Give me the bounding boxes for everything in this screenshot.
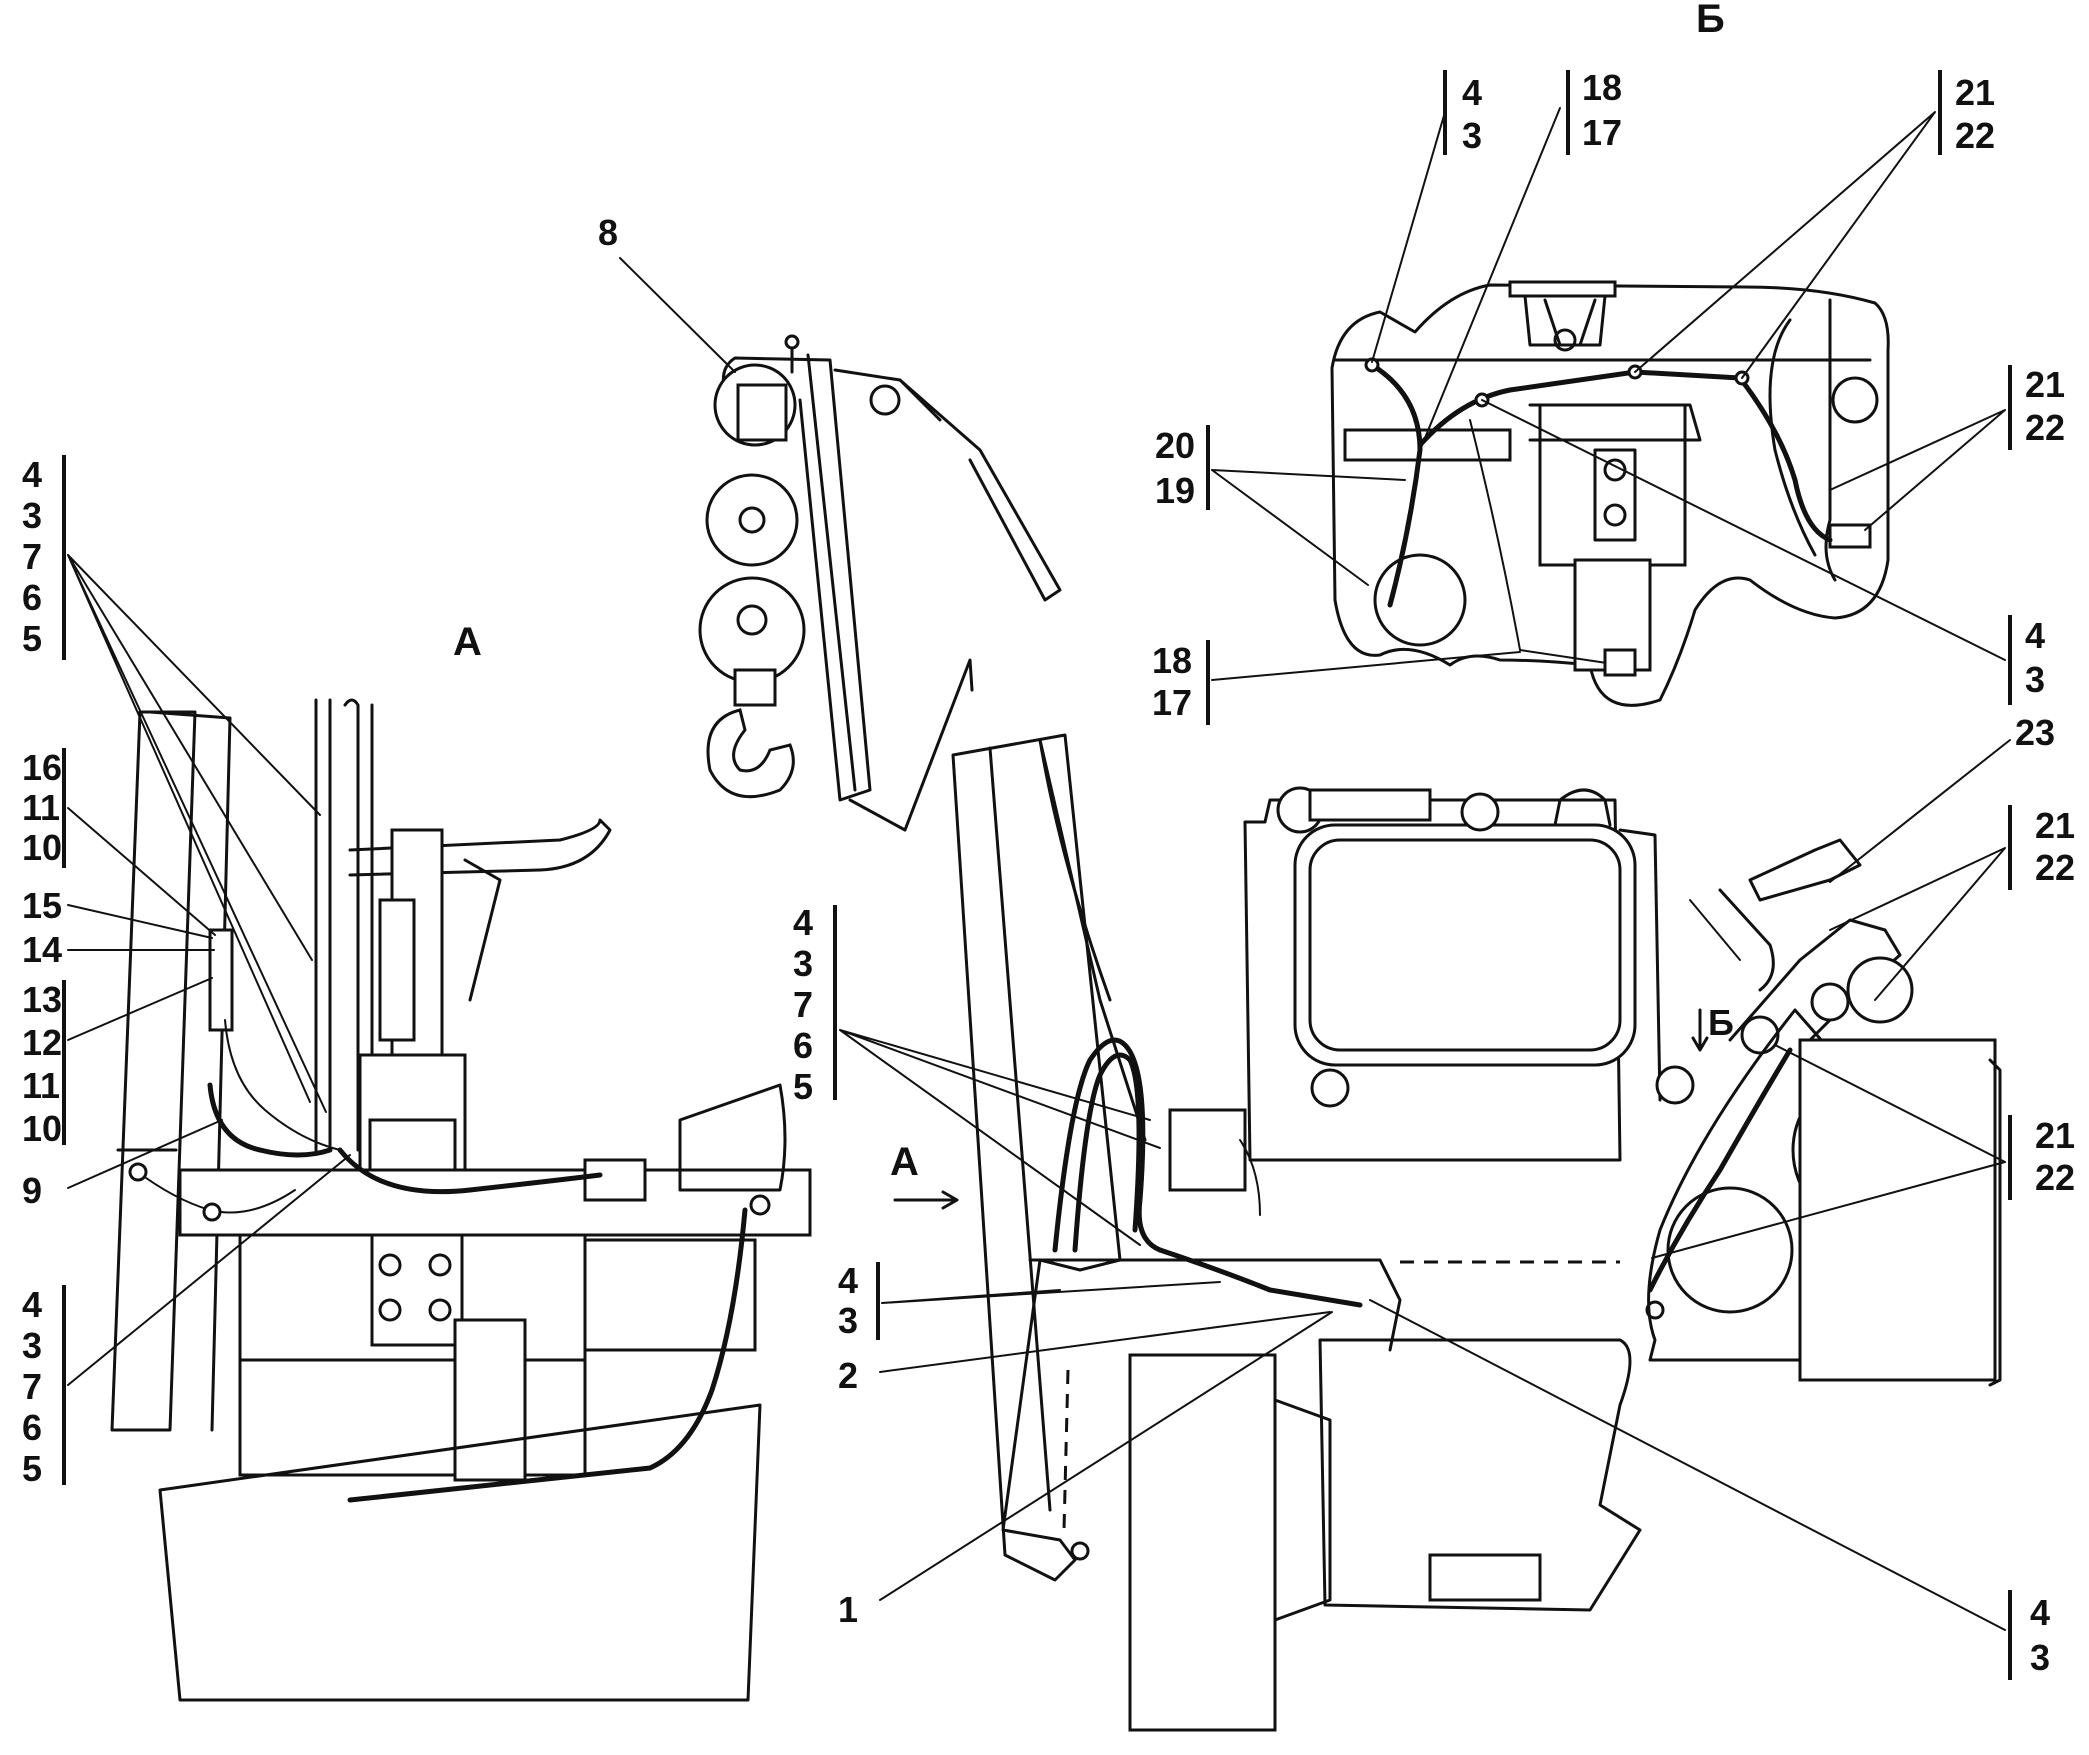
callout-number: 7 <box>22 1366 42 1407</box>
callout-number: 17 <box>1152 682 1192 723</box>
callout-number: 16 <box>22 747 62 788</box>
callout-b-left-20: 20 19 <box>1155 425 1406 586</box>
callout-number: 22 <box>2035 847 2075 888</box>
callout-item-23: 23 <box>1829 712 2055 883</box>
callout-number: 5 <box>22 618 42 659</box>
callout-number: 11 <box>22 787 60 828</box>
callout-left-13: 13 12 11 10 <box>22 977 213 1149</box>
callout-number: 22 <box>2035 1157 2075 1198</box>
callout-b-bottom-18: 18 17 <box>1152 640 1521 725</box>
callout-number: 21 <box>1955 72 1995 113</box>
callout-b-right-4: 4 3 <box>1481 399 2045 705</box>
callout-number: 4 <box>2030 1592 2050 1633</box>
callout-b-top-18: 18 17 <box>1417 67 1622 456</box>
callout-left-bottom: 4 3 7 6 5 <box>22 1154 351 1489</box>
callout-right-21a: 21 22 <box>1829 805 2075 1001</box>
callout-number: 23 <box>2015 712 2055 753</box>
callout-number: 4 <box>1462 72 1482 113</box>
callout-number: 21 <box>2035 805 2075 846</box>
callout-item-1: 1 <box>838 1311 1333 1630</box>
left-assembly-view <box>110 698 812 1702</box>
callout-number: 9 <box>22 1170 42 1211</box>
callout-number: 10 <box>22 1108 62 1149</box>
callout-right-21b: 21 22 <box>1651 1044 2075 1259</box>
callout-number: 22 <box>1955 115 1995 156</box>
callout-number: 2 <box>838 1355 858 1396</box>
callout-number: 4 <box>838 1260 858 1301</box>
callout-number: 14 <box>22 929 62 970</box>
right-assembly-view <box>951 733 2002 1732</box>
detail-view-b <box>1330 280 1890 707</box>
callout-number: 8 <box>598 212 618 253</box>
callout-item-8: 8 <box>598 212 736 373</box>
callout-number: 5 <box>793 1066 813 1107</box>
callout-left-9: 9 <box>22 1119 223 1211</box>
callout-left-14: 14 <box>22 929 215 970</box>
callout-b-top-21: 21 22 <box>1634 70 1995 379</box>
callout-number: 17 <box>1582 112 1622 153</box>
callout-number: 4 <box>22 454 42 495</box>
callout-number: 7 <box>793 984 813 1025</box>
callout-number: 4 <box>22 1284 42 1325</box>
callout-number: 4 <box>793 902 813 943</box>
callout-number: 3 <box>2025 659 2045 700</box>
callout-number: 15 <box>22 885 62 926</box>
callout-number: 21 <box>2035 1115 2075 1156</box>
callout-left-top: 4 3 7 6 5 <box>22 454 327 1113</box>
callout-number: 10 <box>22 827 62 868</box>
callout-number: 3 <box>793 943 813 984</box>
callout-number: 5 <box>22 1448 42 1489</box>
callout-bottom-right-4: 4 3 <box>1369 1299 2050 1680</box>
view-a-arrow-label: А <box>890 1140 919 1184</box>
callout-number: 3 <box>22 495 42 536</box>
callout-number: 3 <box>1462 115 1482 156</box>
callout-number: 21 <box>2025 364 2065 405</box>
callout-mid-43: 4 3 <box>838 1260 1221 1341</box>
callout-number: 20 <box>1155 425 1195 466</box>
callout-left-15: 15 <box>22 885 213 939</box>
callout-number: 22 <box>2025 407 2065 448</box>
callout-left-16: 16 11 10 <box>22 747 216 936</box>
hook-assembly-view <box>698 334 1062 832</box>
callout-number: 1 <box>838 1589 858 1630</box>
callout-b-right-21: 21 22 <box>1829 364 2065 531</box>
callout-number: 7 <box>22 536 42 577</box>
callout-number: 4 <box>2025 615 2045 656</box>
callout-number: 3 <box>2030 1637 2050 1678</box>
callout-number: 6 <box>793 1025 813 1066</box>
callout-number: 12 <box>22 1022 62 1063</box>
callout-mid-4: 4 3 7 6 5 <box>793 902 1161 1246</box>
callout-number: 11 <box>22 1065 60 1106</box>
view-a-label: А <box>453 620 482 664</box>
view-labels: А Б Б А <box>453 0 1734 1210</box>
callout-number: 3 <box>22 1325 42 1366</box>
callout-number: 18 <box>1152 640 1192 681</box>
callout-number: 18 <box>1582 67 1622 108</box>
callout-item-2: 2 <box>838 1311 1331 1396</box>
view-b-arrow-label: Б <box>1708 1002 1734 1043</box>
callout-number: 3 <box>838 1300 858 1341</box>
callout-number: 13 <box>22 979 62 1020</box>
callout-b-top-4: 4 3 <box>1371 70 1482 363</box>
callout-number: 6 <box>22 1407 42 1448</box>
callout-number: 6 <box>22 577 42 618</box>
callout-number: 19 <box>1155 470 1195 511</box>
view-b-label: Б <box>1696 0 1725 41</box>
